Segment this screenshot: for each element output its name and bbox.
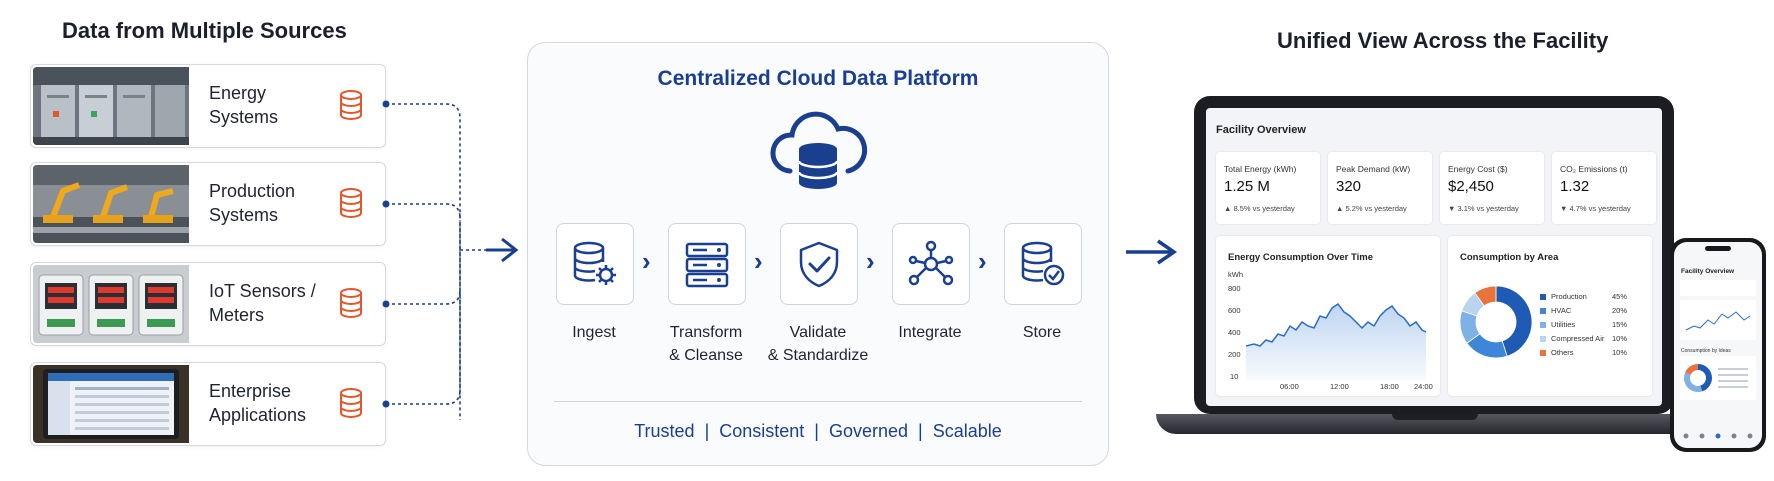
kpi-card[interactable]: Peak Demand (kW) 320 ▲ 5.2% vs yesterday bbox=[1328, 152, 1432, 224]
source-connectors bbox=[382, 100, 519, 420]
platform-divider bbox=[554, 401, 1082, 402]
database-icon bbox=[340, 388, 362, 418]
step-transform-label: Transform& Cleanse bbox=[669, 324, 743, 364]
laptop-base bbox=[1156, 414, 1714, 434]
database-icon bbox=[340, 288, 362, 318]
database-icon bbox=[340, 90, 362, 120]
phone-line-chart bbox=[1685, 311, 1751, 331]
chevron-right-icon: › bbox=[642, 246, 651, 276]
phone-section-title: Consumption by Ideas bbox=[1681, 348, 1731, 354]
platform-qualities: Trusted|Consistent|Governed|Scalable bbox=[634, 421, 1002, 441]
step-validate-label: Validate& Standardize bbox=[767, 324, 869, 364]
quality-label: Governed bbox=[828, 421, 909, 441]
laptop-notch bbox=[1392, 414, 1478, 420]
source-card-enterprise[interactable]: Enterprise Applications bbox=[30, 362, 386, 446]
source-card-energy[interactable]: Energy Systems bbox=[30, 64, 386, 148]
quality-label: Trusted bbox=[634, 421, 695, 441]
phone-kpi-row bbox=[1680, 280, 1756, 296]
donut-slice bbox=[1495, 285, 1533, 357]
consumption-donut-chart bbox=[1459, 285, 1533, 359]
phone-notch bbox=[1705, 246, 1731, 251]
server-rack-icon bbox=[685, 242, 729, 288]
source-card-iot-sensors[interactable]: IoT Sensors / Meters bbox=[30, 262, 386, 346]
phone-dashboard-title: Facility Overview bbox=[1681, 268, 1735, 275]
step-integrate-label: Integrate bbox=[898, 324, 962, 341]
donut-slice bbox=[1474, 285, 1497, 307]
source-label: Energy Systems bbox=[209, 83, 279, 127]
view-title: Unified View Across the Facility bbox=[1277, 28, 1609, 53]
enterprise-apps-photo bbox=[33, 365, 189, 443]
cloud-database-icon bbox=[770, 111, 868, 189]
dashboard-screen: Facility Overview Total Energy (kWh) 1.2… bbox=[1206, 108, 1662, 406]
database-icon bbox=[340, 188, 362, 218]
database-gear-icon bbox=[573, 241, 616, 285]
sources-title: Data from Multiple Sources bbox=[62, 18, 347, 43]
platform-title: Centralized Cloud Data Platform bbox=[657, 67, 979, 90]
dashboard-title: Facility Overview bbox=[1216, 124, 1306, 136]
kpi-card[interactable]: Energy Cost ($) $2,450 ▼ 3.1% vs yesterd… bbox=[1440, 152, 1544, 224]
step-store-label: Store bbox=[1022, 324, 1062, 341]
phone-chart-card bbox=[1680, 300, 1756, 340]
source-label: Production Systems bbox=[209, 181, 296, 225]
source-label: IoT Sensors / Meters bbox=[209, 281, 316, 325]
phone-screen: Facility Overview Consumption by Ideas bbox=[1674, 242, 1762, 448]
quality-label: Consistent bbox=[719, 421, 805, 441]
production-systems-photo bbox=[33, 165, 189, 243]
step-ingest-box[interactable] bbox=[556, 223, 634, 305]
kpi-card[interactable]: CO₂ Emissions (t) 1.32 ▼ 4.7% vs yesterd… bbox=[1552, 152, 1656, 224]
quality-label: Scalable bbox=[932, 421, 1002, 441]
network-nodes-icon bbox=[908, 240, 954, 286]
phone-donut-chart bbox=[1684, 364, 1748, 392]
arrow-right-icon bbox=[1126, 239, 1178, 265]
chevron-right-icon: › bbox=[866, 246, 875, 276]
step-integrate-box[interactable] bbox=[892, 223, 970, 305]
phone-donut-card bbox=[1680, 356, 1756, 400]
energy-line-chart bbox=[1246, 302, 1427, 380]
phone-tab-bar[interactable] bbox=[1678, 428, 1758, 439]
step-validate-box[interactable] bbox=[780, 223, 858, 305]
chevron-right-icon: › bbox=[754, 246, 763, 276]
step-transform-box[interactable] bbox=[668, 223, 746, 305]
source-card-production[interactable]: Production Systems bbox=[30, 162, 386, 246]
step-store-box[interactable] bbox=[1004, 223, 1082, 305]
kpi-card[interactable]: Total Energy (kWh) 1.25 M ▲ 8.5% vs yest… bbox=[1216, 152, 1320, 224]
shield-check-icon bbox=[799, 241, 839, 288]
source-label: Enterprise Applications bbox=[209, 381, 307, 425]
energy-systems-photo bbox=[33, 67, 189, 145]
energy-chart-panel[interactable]: Energy Consumption Over Time kWh 800 600… bbox=[1216, 236, 1440, 396]
step-ingest-label: Ingest bbox=[572, 324, 616, 341]
chevron-right-icon: › bbox=[978, 246, 987, 276]
cloud-platform-panel: Centralized Cloud Data Platform › › bbox=[527, 42, 1109, 466]
database-check-icon bbox=[1021, 241, 1065, 286]
iot-meters-photo bbox=[33, 265, 189, 343]
